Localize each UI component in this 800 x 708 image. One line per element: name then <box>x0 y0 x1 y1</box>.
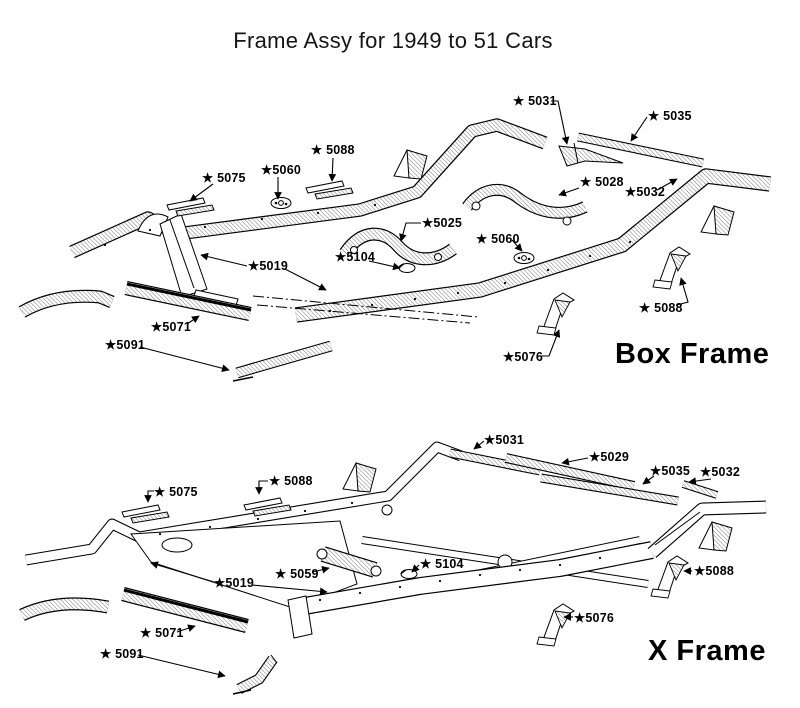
x-frame-drawing <box>19 441 767 695</box>
box-crossmember-5028 <box>462 183 588 226</box>
part-label-box-5060-left: ★5060 <box>261 163 302 177</box>
box-bracket-5088-top <box>305 180 354 200</box>
box-bracket-5031 <box>558 142 624 167</box>
box-left-horn <box>18 289 115 318</box>
box-pad-5060-left <box>270 197 292 209</box>
box-frame-drawing <box>18 118 771 382</box>
box-near-rail <box>294 168 771 323</box>
x-bracket-5076 <box>536 603 575 647</box>
part-label-x-5029: ★5029 <box>589 450 630 464</box>
part-label-x-5032: ★5032 <box>700 465 741 479</box>
part-label-x-5075: ★ 5075 <box>154 485 198 499</box>
part-label-x-5104: ★ 5104 <box>420 557 464 571</box>
page-title: Frame Assy for 1949 to 51 Cars <box>233 28 553 53</box>
part-label-box-5060-center: ★ 5060 <box>476 232 520 246</box>
part-label-box-5025: ★5025 <box>422 216 463 230</box>
part-label-x-5071: ★ 5071 <box>140 626 184 640</box>
part-label-box-5031: ★ 5031 <box>513 94 557 108</box>
box-pad-5060-center <box>513 252 535 264</box>
x-left-horn <box>19 597 110 621</box>
part-label-x-5031: ★5031 <box>484 433 525 447</box>
x-rivets <box>158 501 602 602</box>
x-crossmember-5059 <box>316 546 382 578</box>
part-label-x-5091: ★ 5091 <box>100 647 144 661</box>
part-label-x-5088-right: ★5088 <box>694 564 735 578</box>
x-frame-caption: X Frame <box>648 635 766 667</box>
box-phantom-lines <box>252 295 479 324</box>
part-label-box-5091: ★5091 <box>105 338 146 352</box>
leader-lines <box>137 100 712 679</box>
box-bracket-5088-right <box>652 246 691 290</box>
box-bracket-5076 <box>536 292 575 336</box>
part-label-x-5019: ★5019 <box>214 576 255 590</box>
box-a-bracket-right <box>700 205 735 236</box>
x-horn-5091 <box>232 654 278 695</box>
x-bracket-5075 <box>121 504 170 524</box>
box-frame-caption: Box Frame <box>615 338 770 370</box>
part-label-box-5035: ★ 5035 <box>648 109 692 123</box>
x-a-bracket-left <box>342 462 377 493</box>
box-rivets <box>103 203 632 313</box>
part-label-x-5076: ★5076 <box>574 611 615 625</box>
part-label-box-5104: ★5104 <box>335 250 376 264</box>
box-a-bracket-left <box>393 149 428 180</box>
part-label-box-5088-right: ★ 5088 <box>639 301 683 315</box>
box-horn-5091 <box>232 340 333 382</box>
part-label-box-5088-top: ★ 5088 <box>311 143 355 157</box>
part-label-box-5071: ★5071 <box>151 320 192 334</box>
part-label-x-5059: ★ 5059 <box>275 567 319 581</box>
part-label-box-5019: ★5019 <box>248 259 289 273</box>
part-label-x-5035: ★5035 <box>650 464 691 478</box>
x-sill-strips <box>449 448 719 506</box>
box-sill-5035 <box>577 132 704 168</box>
part-label-box-5076: ★5076 <box>503 350 544 364</box>
x-tab-5104 <box>400 569 418 579</box>
part-label-box-5028: ★ 5028 <box>580 175 624 189</box>
box-tab-5104 <box>398 263 416 273</box>
x-a-bracket-right <box>698 521 733 552</box>
part-label-box-5075: ★ 5075 <box>202 171 246 185</box>
box-crossmember-5071 <box>124 280 252 322</box>
x-near-rail <box>287 500 767 639</box>
part-label-box-5032: ★5032 <box>625 185 666 199</box>
part-label-x-5088-left: ★ 5088 <box>269 474 313 488</box>
box-crossmember-5025 <box>339 227 457 266</box>
x-crossmember-5071 <box>121 587 249 633</box>
x-bracket-5088-right <box>650 555 689 599</box>
